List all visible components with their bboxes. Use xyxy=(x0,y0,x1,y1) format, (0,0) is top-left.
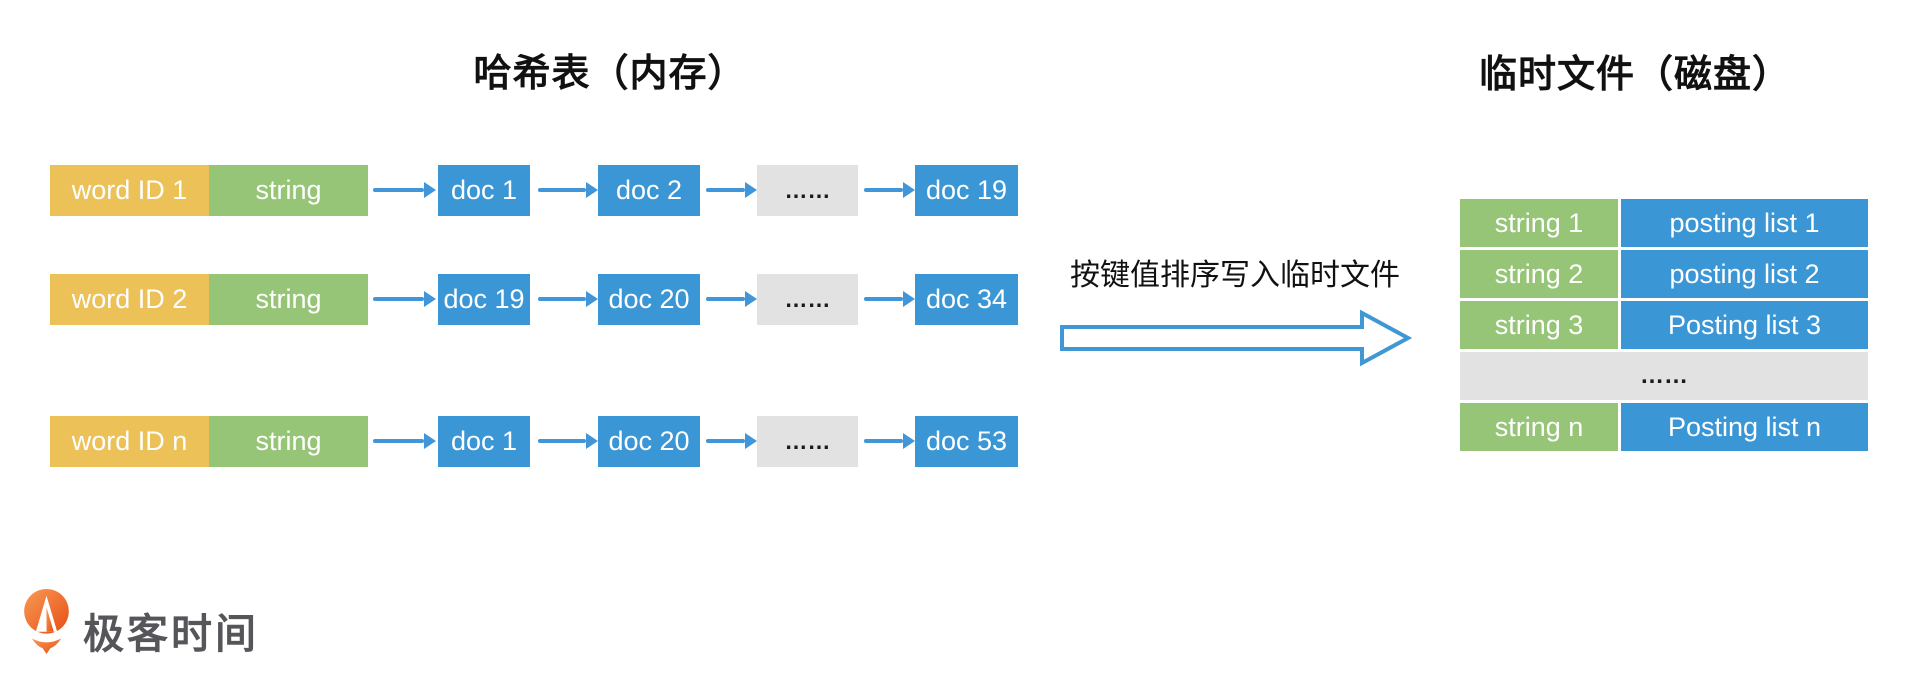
string-key-cell: string n xyxy=(1460,403,1618,451)
string-key-cell: string 3 xyxy=(1460,301,1618,349)
posting-list-cell: Posting list 3 xyxy=(1621,301,1868,349)
posting-list-cell: Posting list n xyxy=(1621,403,1868,451)
doc-node: doc 53 xyxy=(915,416,1018,467)
doc-node: doc 34 xyxy=(915,274,1018,325)
temp-file-title: 临时文件（磁盘） xyxy=(1478,54,1791,96)
string-cell: string xyxy=(209,165,368,216)
table-row-ellipsis: …… xyxy=(1460,352,1868,400)
link-arrow-icon xyxy=(538,433,598,449)
word-id-cell: word ID 1 xyxy=(50,165,209,216)
hash-row-n: word ID n string doc 1 doc 20 …… doc 53 xyxy=(0,416,1100,467)
doc-node: doc 20 xyxy=(598,274,700,325)
transfer-label: 按键值排序写入临时文件 xyxy=(1070,259,1400,292)
string-cell: string xyxy=(209,274,368,325)
string-cell: string xyxy=(209,416,368,467)
table-row: string 2 posting list 2 xyxy=(1460,250,1868,298)
geektime-logo-text: 极客时间 xyxy=(83,611,259,657)
link-arrow-icon xyxy=(538,182,598,198)
word-id-cell: word ID 2 xyxy=(50,274,209,325)
link-arrow-icon xyxy=(373,291,436,307)
word-id-cell: word ID n xyxy=(50,416,209,467)
link-arrow-icon xyxy=(706,433,757,449)
doc-node: doc 2 xyxy=(598,165,700,216)
table-row: string 1 posting list 1 xyxy=(1460,199,1868,247)
hash-row-2: word ID 2 string doc 19 doc 20 …… doc 34 xyxy=(0,274,1100,325)
link-arrow-icon xyxy=(706,291,757,307)
doc-node: doc 1 xyxy=(438,165,530,216)
doc-node: doc 19 xyxy=(438,274,530,325)
link-arrow-icon xyxy=(373,433,436,449)
posting-list-cell: posting list 1 xyxy=(1621,199,1868,247)
hash-table-title: 哈希表（内存） xyxy=(473,53,747,95)
geektime-logo-icon xyxy=(24,588,69,655)
hash-row-1: word ID 1 string doc 1 doc 2 …… doc 19 xyxy=(0,165,1100,216)
geektime-logo: 极客时间 xyxy=(24,588,259,660)
ellipsis-node: …… xyxy=(757,165,858,216)
ellipsis-cell: …… xyxy=(1460,352,1868,400)
doc-node: doc 20 xyxy=(598,416,700,467)
link-arrow-icon xyxy=(706,182,757,198)
link-arrow-icon xyxy=(538,291,598,307)
big-right-arrow-icon xyxy=(1060,309,1412,367)
doc-node: doc 19 xyxy=(915,165,1018,216)
link-arrow-icon xyxy=(864,433,915,449)
string-key-cell: string 1 xyxy=(1460,199,1618,247)
link-arrow-icon xyxy=(864,182,915,198)
link-arrow-icon xyxy=(864,291,915,307)
table-row: string n Posting list n xyxy=(1460,403,1868,451)
link-arrow-icon xyxy=(373,182,436,198)
string-key-cell: string 2 xyxy=(1460,250,1618,298)
posting-list-cell: posting list 2 xyxy=(1621,250,1868,298)
doc-node: doc 1 xyxy=(438,416,530,467)
table-row: string 3 Posting list 3 xyxy=(1460,301,1868,349)
ellipsis-node: …… xyxy=(757,274,858,325)
ellipsis-node: …… xyxy=(757,416,858,467)
